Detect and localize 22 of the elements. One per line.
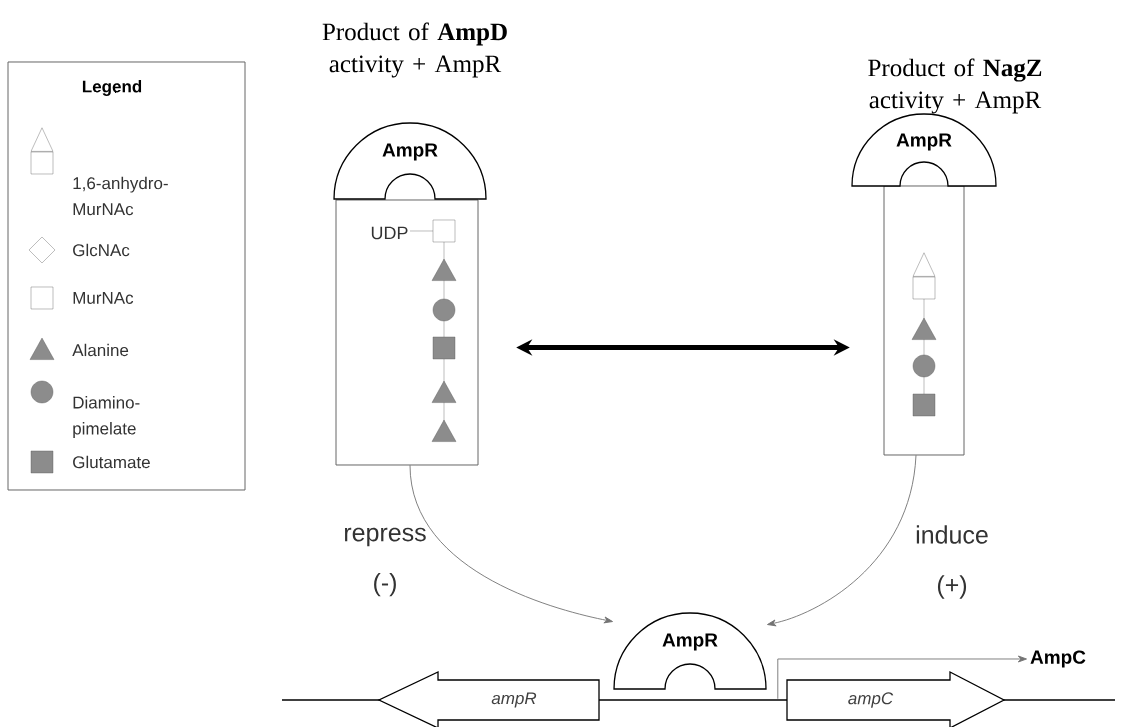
heading: Product of AmpD activity + AmpR xyxy=(322,22,507,78)
legend-label: GlcNAc xyxy=(73,243,130,257)
arrow xyxy=(767,454,917,627)
legend-label: Alanine xyxy=(72,343,129,357)
legend-label: Diamino- pimelate xyxy=(73,396,140,438)
protein-label: AmpC xyxy=(1030,650,1086,668)
edge-label: induce (+) xyxy=(916,525,988,599)
ampr-protein: AmpR xyxy=(333,122,487,200)
node-label: ampC xyxy=(848,692,894,708)
arrow xyxy=(409,464,613,624)
legend-label: 1,6-anhydro- MurNAc xyxy=(73,176,168,216)
molecule-panel xyxy=(883,185,965,456)
node-label: ampR xyxy=(491,692,537,708)
ampr-protein: AmpR xyxy=(851,113,997,187)
legend-label: Glutamate xyxy=(73,455,150,469)
edge-label: repress (-) xyxy=(345,527,426,597)
legend-title: Legend xyxy=(82,80,142,96)
heading: Product of NagZ activity + AmpR xyxy=(868,58,1042,114)
ampr-protein: AmpR xyxy=(613,612,767,690)
arrow xyxy=(777,655,1027,700)
legend-label: MurNAc xyxy=(73,292,134,304)
molecule-panel: UDP xyxy=(335,199,479,466)
